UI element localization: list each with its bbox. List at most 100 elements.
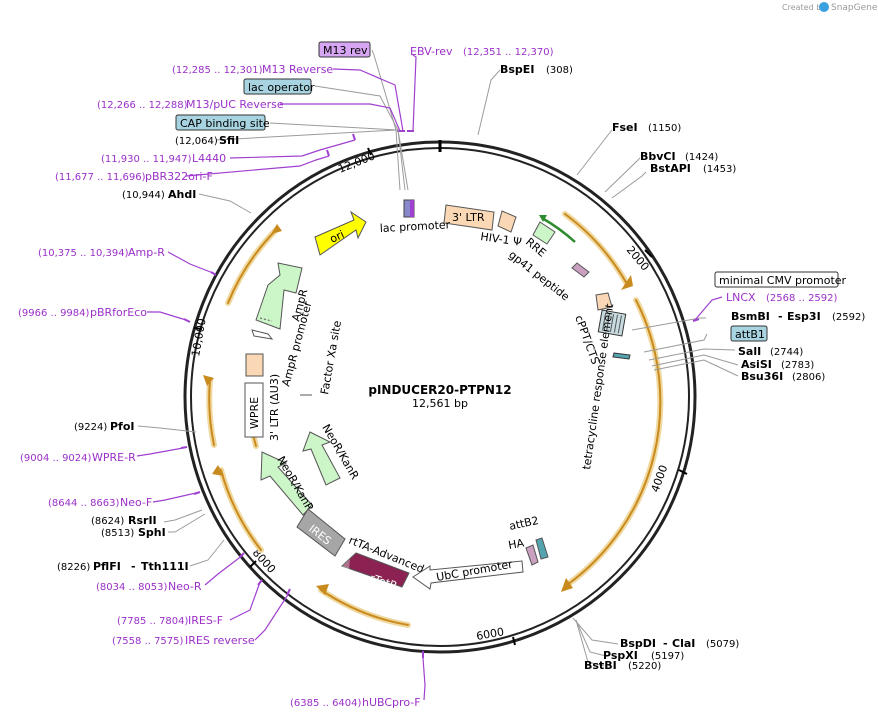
pbrforeco-label[interactable]: pBRforEco — [90, 306, 147, 319]
plasmid-name: pINDUCER20-PTPN12 — [368, 383, 511, 397]
pflfi-pos: (8226) — [57, 562, 90, 573]
m13puc-range: (12,266 .. 12,288) — [97, 100, 188, 111]
m13-reverse-label[interactable]: M13 Reverse — [262, 63, 333, 76]
backbone — [183, 140, 697, 654]
lncx-label[interactable]: LNCX — [726, 291, 756, 304]
pbrforeco-range: (9966 .. 9984) — [18, 308, 90, 319]
ubc-label: UbC promoter — [435, 558, 514, 584]
wpre-primer-range: (9004 .. 9024) — [20, 453, 92, 464]
ahdi-label[interactable]: AhdI — [168, 188, 196, 201]
ltr5-label: 3' LTR — [452, 211, 485, 224]
bspei-label[interactable]: BspEI — [500, 63, 534, 76]
m13-rev-text: M13 rev — [323, 44, 368, 57]
bsu36i-pos: (2806) — [792, 372, 825, 383]
primer-leader-lines — [136, 54, 723, 701]
plasmid-size: 12,561 bp — [412, 397, 468, 410]
feature-ires[interactable]: IRES — [296, 508, 346, 557]
neor-label[interactable]: Neo-R — [168, 580, 202, 593]
bspdi-label[interactable]: BspDI — [620, 637, 656, 650]
ebv-rev-label[interactable]: EBV-rev — [410, 45, 453, 58]
feature-ha[interactable]: HA — [507, 536, 539, 566]
feature-attb1-mark[interactable] — [612, 352, 631, 360]
wpre-label: WPRE — [248, 397, 261, 429]
pbr322-label[interactable]: pBR322ori-F — [145, 170, 213, 183]
esp3i-label[interactable]: Esp3I — [787, 310, 821, 323]
label-min-cmv[interactable]: minimal CMV promoter — [714, 271, 847, 288]
label-cap-binding[interactable]: CAP binding site — [175, 114, 270, 131]
rsrii-pos: (8624) — [91, 516, 124, 527]
bspei-pos: (308) — [546, 65, 573, 76]
hiv-psi-label: HIV-1 Ψ — [480, 230, 523, 249]
label-m13-rev[interactable]: M13 rev — [318, 41, 371, 58]
created-by-text: Created by — [782, 3, 826, 12]
leader-lines — [137, 49, 739, 667]
snapgene-logo-icon — [819, 2, 829, 12]
ticks — [193, 147, 688, 646]
lncx-range: (2568 .. 2592) — [766, 293, 838, 304]
bstbi-label[interactable]: BstBI — [584, 659, 617, 672]
m13-reverse-range: (12,285 .. 12,301) — [172, 65, 263, 76]
feature-wpre[interactable]: WPRE — [244, 382, 264, 438]
tick-label-12000: 12,000 — [336, 149, 377, 175]
feature-neokan-inner[interactable]: NeoR/KanR — [302, 422, 362, 486]
pflfi-label[interactable]: PflFI — [93, 560, 121, 573]
feature-lac-promoter[interactable]: lac promoter — [379, 199, 451, 235]
pbr322-range: (11,677 .. 11,696) — [55, 172, 146, 183]
sfii-label[interactable]: SfiI — [219, 134, 239, 147]
ha-label: HA — [507, 536, 525, 552]
sali-pos: (2744) — [770, 347, 803, 358]
hubc-label[interactable]: hUBCpro-F — [362, 696, 421, 709]
iresrev-range: (7558 .. 7575) — [112, 636, 184, 647]
bsu36i-label[interactable]: Bsu36I — [741, 370, 783, 383]
asisi-label[interactable]: AsiSI — [741, 358, 772, 371]
feature-rtta[interactable]: rTetR rtTA-Advanced — [341, 534, 426, 593]
iresf-label[interactable]: IRES-F — [188, 614, 223, 627]
pspxi-label[interactable]: PspXI — [603, 649, 638, 662]
label-attb1[interactable]: attB1 — [730, 325, 768, 342]
esp3i-separator: - — [778, 310, 783, 323]
ampr-primer-range: (10,375 .. 10,394) — [38, 248, 129, 259]
ahdi-pos: (10,944) — [122, 190, 165, 201]
lac-operator-text: lac operator — [248, 81, 315, 94]
pfoi-pos: (9224) — [74, 422, 107, 433]
ltr3-label: 3' LTR (ΔU3) — [268, 374, 281, 441]
attb2-label: attB2 — [508, 514, 540, 533]
wpre-primer-label[interactable]: WPRE-R — [92, 451, 136, 464]
fsei-label[interactable]: FseI — [612, 121, 638, 134]
factor-xa-label[interactable]: Factor Xa site — [318, 319, 344, 395]
bbvci-pos: (1424) — [685, 152, 718, 163]
bbvci-label[interactable]: BbvCI — [640, 150, 676, 163]
clai-pos: (5079) — [706, 639, 739, 650]
feature-hiv-psi[interactable]: HIV-1 Ψ — [480, 210, 523, 249]
feature-gp41-mark[interactable] — [571, 262, 590, 278]
sali-label[interactable]: SalI — [738, 345, 761, 358]
feature-ltr5[interactable]: 3' LTR — [443, 204, 495, 231]
label-lac-operator[interactable]: lac operator — [243, 78, 315, 95]
feature-ori[interactable]: ori — [314, 210, 367, 256]
feature-neokan-outer[interactable]: NeoR/KanR — [260, 451, 317, 516]
bstapi-label[interactable]: BstAPI — [650, 162, 691, 175]
sphi-label[interactable]: SphI — [138, 526, 166, 539]
sphi-pos: (8513) — [101, 528, 134, 539]
l4440-label[interactable]: L4440 — [192, 152, 226, 165]
bsmbi-label[interactable]: BsmBI — [731, 310, 770, 323]
tth111i-label[interactable]: Tth111I — [141, 560, 189, 573]
clai-label[interactable]: ClaI — [672, 637, 695, 650]
rsrii-label[interactable]: RsrII — [128, 514, 157, 527]
feature-ubc[interactable]: UbC promoter — [412, 558, 524, 590]
feature-attb2[interactable]: attB2 — [508, 514, 549, 560]
neof-label[interactable]: Neo-F — [120, 496, 152, 509]
cap-binding-text: CAP binding site — [180, 117, 270, 130]
pfoi-label[interactable]: PfoI — [110, 420, 135, 433]
tick-label-10000: 10,000 — [189, 317, 208, 357]
tick-label-6000: 6000 — [475, 625, 505, 643]
iresrev-label[interactable]: IRES reverse — [185, 634, 255, 647]
lac-promoter-label: lac promoter — [379, 218, 450, 235]
fsei-pos: (1150) — [648, 123, 681, 134]
l4440-range: (11,930 .. 11,947) — [101, 154, 192, 165]
ampr-primer-label[interactable]: Amp-R — [128, 246, 165, 259]
feature-ltr3[interactable]: 3' LTR (ΔU3) — [245, 353, 281, 441]
sfii-pos: (12,064) — [175, 136, 218, 147]
m13puc-label[interactable]: M13/pUC Reverse — [186, 98, 284, 111]
feature-rre[interactable]: RRE gp41 peptide — [506, 215, 576, 304]
